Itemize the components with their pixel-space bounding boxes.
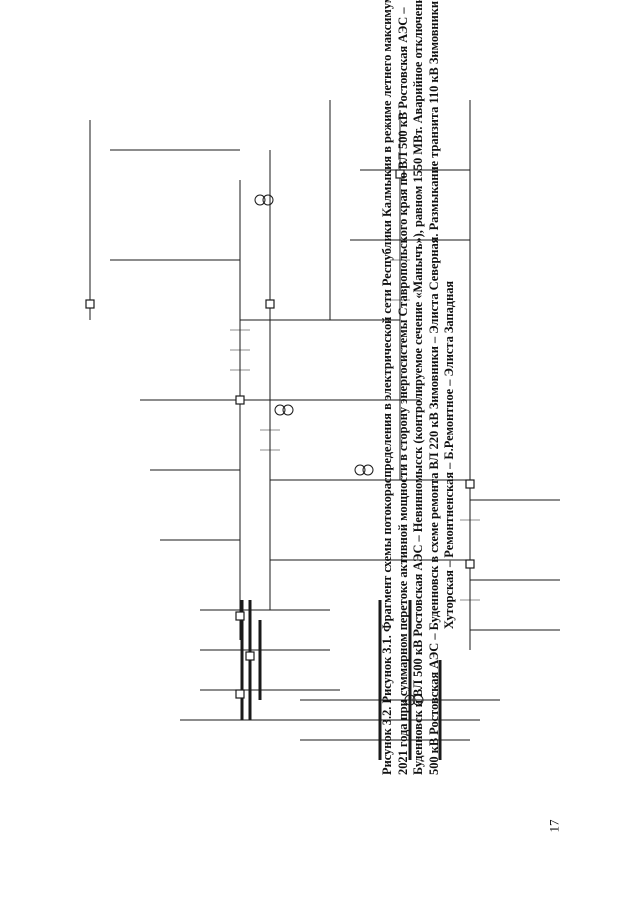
- switch-node: [265, 299, 275, 309]
- switch-node: [235, 395, 245, 405]
- transformer-symbol: [274, 404, 286, 416]
- switch-node: [235, 611, 245, 621]
- transit-line-main: [239, 150, 271, 640]
- bus-line-left: [180, 609, 340, 721]
- caption-line: Хуторская – Ремонтненская – Б.Ремонтное …: [442, 280, 456, 630]
- transformer-symbol: [404, 694, 416, 706]
- bus-thick-bottom: [378, 600, 442, 760]
- transformer-symbol: [262, 194, 274, 206]
- top-left-branch: [89, 120, 240, 320]
- tick-marks: [230, 259, 480, 601]
- caption-line: 2021 года при суммарном перетоке активно…: [395, 7, 410, 775]
- right-lower-line: [470, 499, 560, 631]
- figure-caption: Рисунок 3.2. Рисунок 3.1. Фрагмент схемы…: [380, 0, 530, 775]
- transformer-symbol: [282, 404, 294, 416]
- switch-node: [395, 169, 405, 179]
- caption-line: Буденновск и ВЛ 500 кВ Ростовская АЭС – …: [411, 0, 425, 775]
- bus-horizontal-bottom: [300, 699, 500, 741]
- transformer-symbol: [354, 464, 366, 476]
- transformer-symbol: [254, 194, 266, 206]
- transit-horizontal: [240, 319, 470, 561]
- switch-node: [85, 299, 95, 309]
- transformer-symbol: [412, 694, 424, 706]
- page-number: 17: [546, 819, 562, 833]
- switch-node: [235, 689, 245, 699]
- switch-node: [465, 559, 475, 569]
- switch-node: [465, 479, 475, 489]
- switch-node: [245, 651, 255, 661]
- transformer-symbol: [362, 464, 374, 476]
- caption-line: Рисунок 3.2. Рисунок 3.1. Фрагмент схемы…: [380, 0, 394, 775]
- upper-branch: [140, 399, 240, 541]
- caption-line: 500 кВ Ростовская АЭС – Буденновск в схе…: [426, 0, 441, 775]
- right-line-b: [329, 100, 470, 320]
